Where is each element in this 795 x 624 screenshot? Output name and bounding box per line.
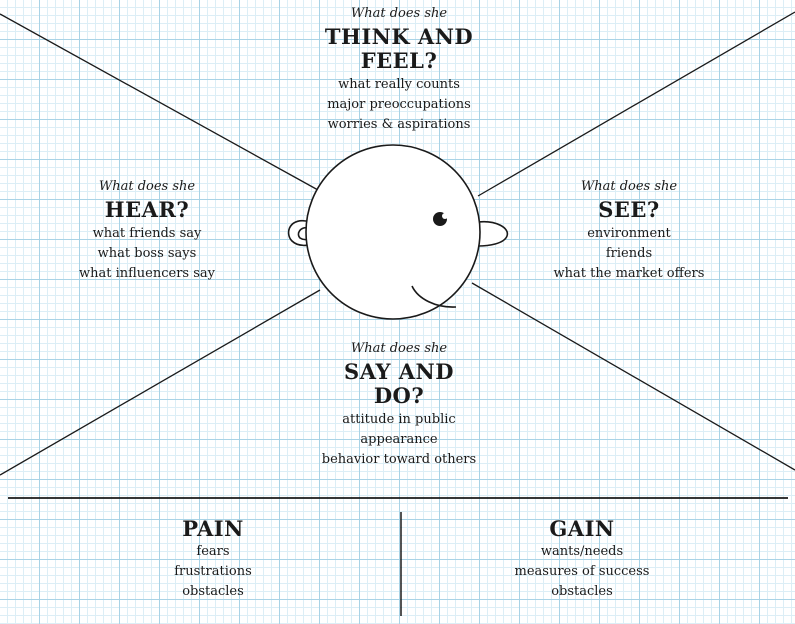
hear-heading: HEAR? (104, 197, 190, 222)
think-feel-heading-line1: THINK AND (324, 24, 474, 49)
pain-item: fears (196, 544, 230, 559)
see-question: What does she (580, 179, 678, 194)
pain-section: PAIN fears frustrations obstacles (123, 516, 303, 602)
see-section: What does she SEE? environment friends w… (539, 179, 719, 284)
say-do-section: What does she SAY AND DO? attitude in pu… (299, 341, 499, 470)
divider-top-right (477, 11, 795, 197)
think-feel-item: what really counts (338, 77, 460, 92)
think-feel-item: worries & aspirations (327, 117, 471, 132)
see-item: friends (605, 246, 653, 261)
see-heading: SEE? (598, 197, 660, 222)
divider-bottom-right (471, 282, 795, 471)
say-do-question: What does she (350, 341, 448, 356)
gain-section: GAIN wants/needs measures of success obs… (492, 516, 672, 602)
say-do-heading-line2: DO? (373, 383, 425, 408)
divider-top-left (0, 13, 319, 191)
pain-heading: PAIN (182, 516, 244, 541)
hear-question: What does she (98, 179, 196, 194)
say-do-item: behavior toward others (321, 452, 477, 467)
say-do-item: attitude in public (342, 412, 456, 427)
gain-item: obstacles (551, 584, 613, 599)
pain-item: frustrations (174, 564, 252, 579)
say-do-heading-line1: SAY AND (344, 359, 454, 384)
see-item: what the market offers (553, 266, 705, 281)
think-feel-item: major preoccupations (327, 97, 471, 112)
hear-item: what boss says (97, 246, 197, 261)
pain-item: obstacles (182, 584, 244, 599)
hear-section: What does she HEAR? what friends say wha… (57, 179, 237, 284)
eye-highlight (442, 213, 448, 219)
gain-heading: GAIN (549, 516, 615, 541)
think-feel-section: What does she THINK AND FEEL? what reall… (299, 6, 499, 135)
hear-item: what influencers say (78, 266, 215, 281)
mouth (411, 285, 457, 308)
head-figure (287, 144, 509, 320)
hear-item: what friends say (92, 226, 202, 241)
right-ear (477, 220, 509, 247)
say-do-item: appearance (360, 432, 438, 447)
see-item: environment (587, 226, 671, 241)
think-feel-heading-line2: FEEL? (360, 48, 438, 73)
gain-item: wants/needs (540, 544, 624, 559)
gain-item: measures of success (514, 564, 650, 579)
divider-bottom-left (0, 289, 321, 476)
head-circle (305, 144, 481, 320)
think-feel-question: What does she (350, 6, 448, 21)
